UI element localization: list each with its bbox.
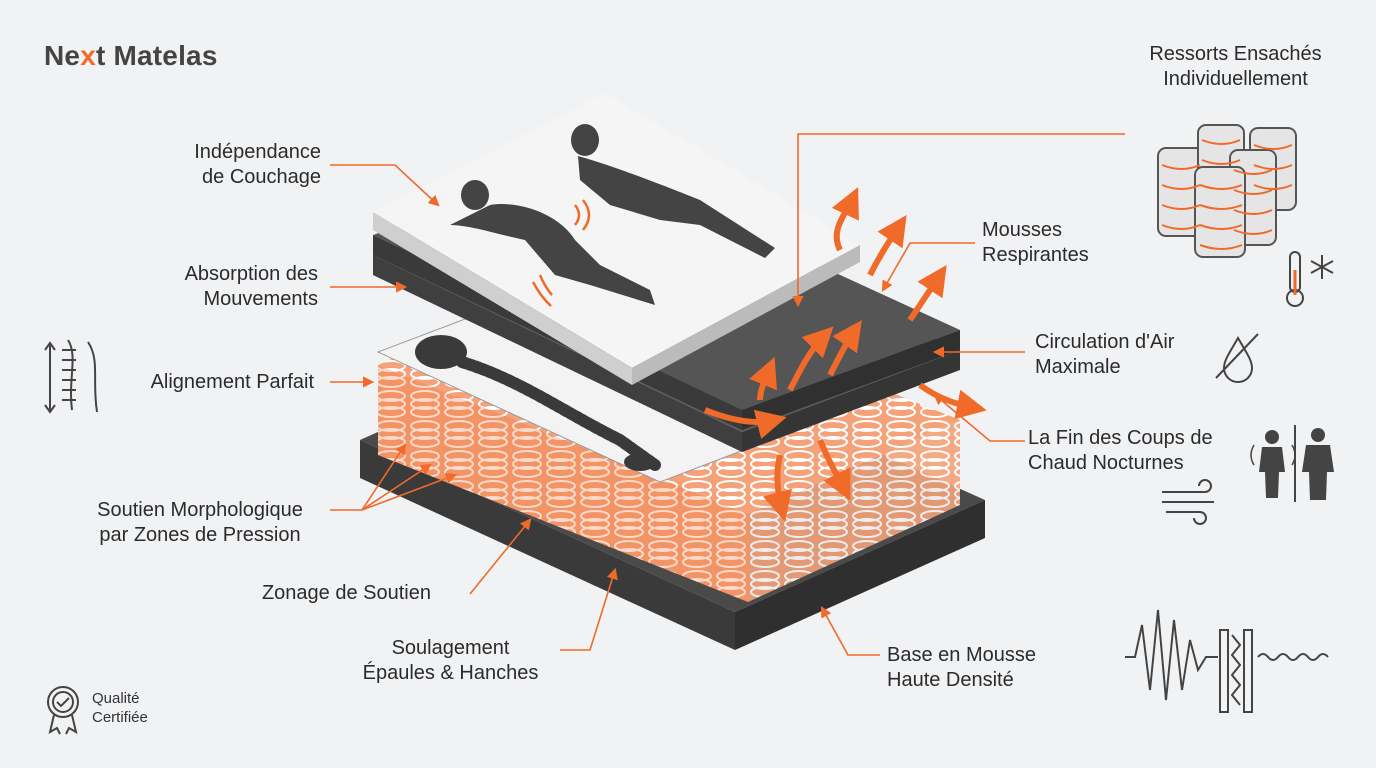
label-ressorts: Ressorts Ensachés Individuellement xyxy=(1149,43,1322,90)
vibration-dampening-icon xyxy=(1125,609,1329,713)
brand-suffix: t Matelas xyxy=(95,40,218,71)
curled-sleeper-figure xyxy=(450,180,655,305)
snowflake-icon xyxy=(1310,255,1334,279)
brand-logo: Next Matelas xyxy=(44,40,218,72)
label-independance: Indépendance de Couchage xyxy=(194,141,321,188)
thermometer-icon xyxy=(1286,251,1304,307)
label-soulagement: Soulagement Épaules & Hanches xyxy=(362,637,539,684)
person-heat-icon xyxy=(1250,430,1296,498)
brand-prefix: Ne xyxy=(44,40,81,71)
airflow-arrows xyxy=(703,187,987,522)
label-absorption: Absorption des Mouvements xyxy=(184,263,318,310)
person-cool-icon xyxy=(1302,428,1334,500)
leader-lines xyxy=(330,133,1125,656)
top-comfort-layer xyxy=(373,93,860,385)
label-zonage: Zonage de Soutien xyxy=(261,582,431,604)
certified-badge-icon xyxy=(47,686,79,735)
wind-icon xyxy=(1162,479,1214,525)
badge-text: Qualité Certifiée xyxy=(92,690,148,726)
label-mousses: Mousses Respirantes xyxy=(982,219,1089,266)
brand-accent: x xyxy=(80,40,96,71)
no-sweat-icon xyxy=(1215,333,1259,383)
label-circulation: Circulation d'Air Maximale xyxy=(1035,331,1175,378)
label-base: Base en Mousse Haute Densité xyxy=(887,644,1036,691)
spine-alignment-icon xyxy=(44,339,98,414)
sleeper-figure xyxy=(571,124,775,258)
label-soutien-morphologique: Soutien Morphologique par Zones de Press… xyxy=(97,499,303,546)
coil-springs-icon xyxy=(1157,124,1297,258)
label-fin-coups: La Fin des Coups de Chaud Nocturnes xyxy=(1028,427,1213,474)
label-alignement: Alignement Parfait xyxy=(150,371,314,393)
